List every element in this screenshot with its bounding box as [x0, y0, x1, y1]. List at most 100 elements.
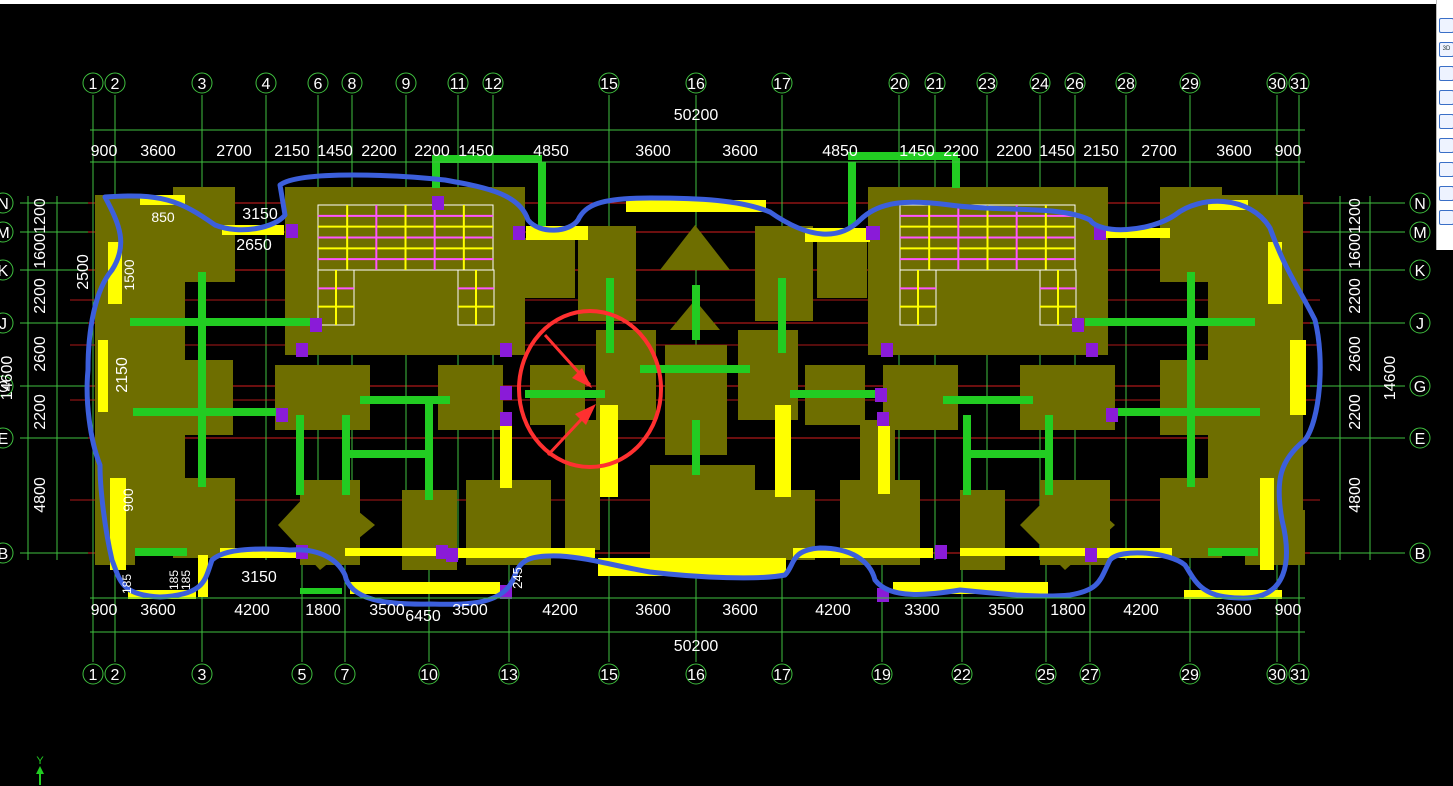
axis-bubble-top-4[interactable]: 4: [255, 72, 277, 94]
axis-bubble-bottom-15[interactable]: 15: [598, 663, 620, 685]
dim-top-5: 2200: [361, 143, 397, 160]
axis-bubble-circle: [447, 72, 469, 94]
axis-bubble-right-M[interactable]: M: [1409, 221, 1431, 243]
axis-bubble-top-29[interactable]: 29: [1179, 72, 1201, 94]
properties-icon[interactable]: [1439, 210, 1453, 225]
axis-label: 6: [314, 76, 323, 93]
axis-bubble-top-20[interactable]: 20: [888, 72, 910, 94]
axis-bubble-bottom-17[interactable]: 17: [771, 663, 793, 685]
axis-bubble-top-9[interactable]: 9: [395, 72, 417, 94]
annotation-8: 6450: [405, 608, 441, 625]
axis-bubble-top-30[interactable]: 30: [1266, 72, 1288, 94]
dim-right-1: 1600: [1347, 233, 1364, 269]
dropdown-arrow-icon[interactable]: [1439, 90, 1453, 105]
dim-top-8: 4850: [533, 143, 569, 160]
dim-top-16: 2150: [1083, 143, 1119, 160]
axis-bubble-circle: [334, 663, 356, 685]
column: [1086, 343, 1098, 357]
axis-bubble-top-17[interactable]: 17: [771, 72, 793, 94]
box-icon[interactable]: [1439, 66, 1453, 81]
axis-bubble-top-16[interactable]: 16: [685, 72, 707, 94]
axis-bubble-top-24[interactable]: 24: [1029, 72, 1051, 94]
column: [286, 224, 298, 238]
axis-bubble-circle: [0, 192, 14, 214]
axis-bubble-top-11[interactable]: 11: [447, 72, 469, 94]
axis-bubble-top-1[interactable]: 1: [82, 72, 104, 94]
axis-bubble-circle: [482, 72, 504, 94]
axis-bubble-top-21[interactable]: 21: [924, 72, 946, 94]
axis-bubble-right-B[interactable]: B: [1409, 542, 1431, 564]
layer-icon[interactable]: [1439, 162, 1453, 177]
axis-bubble-left-K[interactable]: K: [0, 259, 14, 281]
axis-bubble-bottom-31[interactable]: 31: [1288, 663, 1310, 685]
axis-bubble-right-G[interactable]: G: [1409, 375, 1431, 397]
folder-icon[interactable]: [1439, 114, 1453, 129]
axis-bubble-circle: [191, 72, 213, 94]
axis-bubble-left-N[interactable]: N: [0, 192, 14, 214]
axis-label: 10: [420, 667, 438, 684]
axis-label: J: [0, 316, 7, 333]
axis-bubble-right-K[interactable]: K: [1409, 259, 1431, 281]
axis-bubble-bottom-3[interactable]: 3: [191, 663, 213, 685]
axis-bubble-right-N[interactable]: N: [1409, 192, 1431, 214]
axis-bubble-top-8[interactable]: 8: [341, 72, 363, 94]
axis-bubble-circle: [598, 663, 620, 685]
axis-bubble-top-2[interactable]: 2: [104, 72, 126, 94]
axis-bubble-bottom-25[interactable]: 25: [1035, 663, 1057, 685]
axis-bubble-left-J[interactable]: J: [0, 312, 14, 334]
axis-bubble-bottom-5[interactable]: 5: [291, 663, 313, 685]
axis-bubble-right-E[interactable]: E: [1409, 427, 1431, 449]
annotation-6: 900: [120, 488, 136, 512]
wall-green: [360, 396, 450, 404]
axis-bubble-top-3[interactable]: 3: [191, 72, 213, 94]
wall-green: [525, 390, 605, 398]
axis-bubble-bottom-29[interactable]: 29: [1179, 663, 1201, 685]
axis-bubble-circle: [0, 312, 14, 334]
axis-bubble-top-26[interactable]: 26: [1064, 72, 1086, 94]
axis-bubble-left-E[interactable]: E: [0, 427, 14, 449]
dim-bottom-3: 1800: [305, 602, 341, 619]
axis-bubble-bottom-1[interactable]: 1: [82, 663, 104, 685]
dim-bottom-10: 3300: [904, 602, 940, 619]
axis-bubble-bottom-27[interactable]: 27: [1079, 663, 1101, 685]
axis-bubble-top-12[interactable]: 12: [482, 72, 504, 94]
axis-label: 13: [500, 667, 518, 684]
dim-right-5: 4800: [1347, 477, 1364, 513]
axis-bubble-top-6[interactable]: 6: [307, 72, 329, 94]
axis-bubble-left-G[interactable]: G: [0, 375, 14, 397]
dim-bottom-7: 3600: [635, 602, 671, 619]
annotation-0: 850: [151, 209, 175, 225]
axis-bubble-bottom-13[interactable]: 13: [498, 663, 520, 685]
axis-label: 22: [953, 667, 971, 684]
axis-bubble-top-31[interactable]: 31: [1288, 72, 1310, 94]
slab-regions: [95, 187, 1305, 570]
axis-bubble-circle: [598, 72, 620, 94]
wall-yellow: [1290, 340, 1306, 415]
3d-view-icon[interactable]: 3D: [1439, 42, 1453, 57]
cloud-icon[interactable]: [1439, 18, 1453, 33]
axis-bubble-bottom-7[interactable]: 7: [334, 663, 356, 685]
column: [875, 388, 887, 402]
axis-bubble-top-15[interactable]: 15: [598, 72, 620, 94]
axis-bubble-bottom-22[interactable]: 22: [951, 663, 973, 685]
axis-label: K: [0, 263, 9, 280]
axis-bubble-bottom-30[interactable]: 30: [1266, 663, 1288, 685]
cube-icon[interactable]: [1439, 186, 1453, 201]
dropdown-arrow-icon[interactable]: [1439, 138, 1453, 153]
wall-yellow: [98, 340, 108, 412]
axis-bubble-bottom-16[interactable]: 16: [685, 663, 707, 685]
axis-bubble-left-B[interactable]: B: [0, 542, 14, 564]
dim-right-4: 2200: [1347, 394, 1364, 430]
axis-bubble-top-23[interactable]: 23: [976, 72, 998, 94]
axis-bubble-bottom-2[interactable]: 2: [104, 663, 126, 685]
axis-label: 30: [1268, 667, 1286, 684]
annotation-7: 3150: [241, 569, 277, 586]
axis-bubble-bottom-19[interactable]: 19: [871, 663, 893, 685]
axis-bubble-right-J[interactable]: J: [1409, 312, 1431, 334]
axis-bubble-circle: [291, 663, 313, 685]
axis-bubble-top-28[interactable]: 28: [1115, 72, 1137, 94]
axis-bubble-left-M[interactable]: M: [0, 221, 14, 243]
axis-bubble-bottom-10[interactable]: 10: [418, 663, 440, 685]
